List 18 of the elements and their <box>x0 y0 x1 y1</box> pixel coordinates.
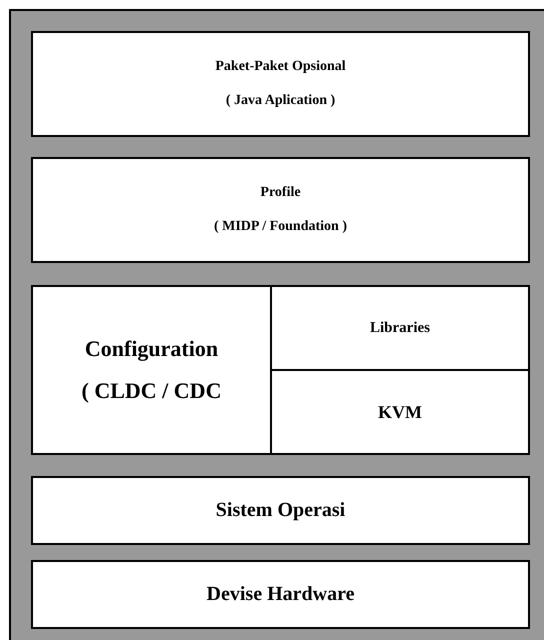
layer-title: Devise Hardware <box>206 583 354 606</box>
layer-box <box>270 369 530 455</box>
layer-box <box>31 157 530 263</box>
layer-box <box>31 285 272 455</box>
layer-title: Sistem Operasi <box>216 499 346 522</box>
layer-box <box>270 285 530 371</box>
layer-title: KVM <box>378 402 422 422</box>
layer-subtitle: ( CLDC / CDC <box>82 378 222 404</box>
layer-title: Profile <box>260 185 301 201</box>
layer-subtitle: ( MIDP / Foundation ) <box>214 219 347 235</box>
layer-box <box>31 476 530 545</box>
layer-subtitle: ( Java Aplication ) <box>226 93 336 109</box>
layer-title: Paket-Paket Opsional <box>215 59 346 75</box>
layer-box <box>31 31 530 137</box>
layer-box <box>31 560 530 629</box>
outer-panel <box>9 9 544 640</box>
layer-title: Libraries <box>370 320 430 336</box>
layer-title: Configuration <box>84 336 218 362</box>
